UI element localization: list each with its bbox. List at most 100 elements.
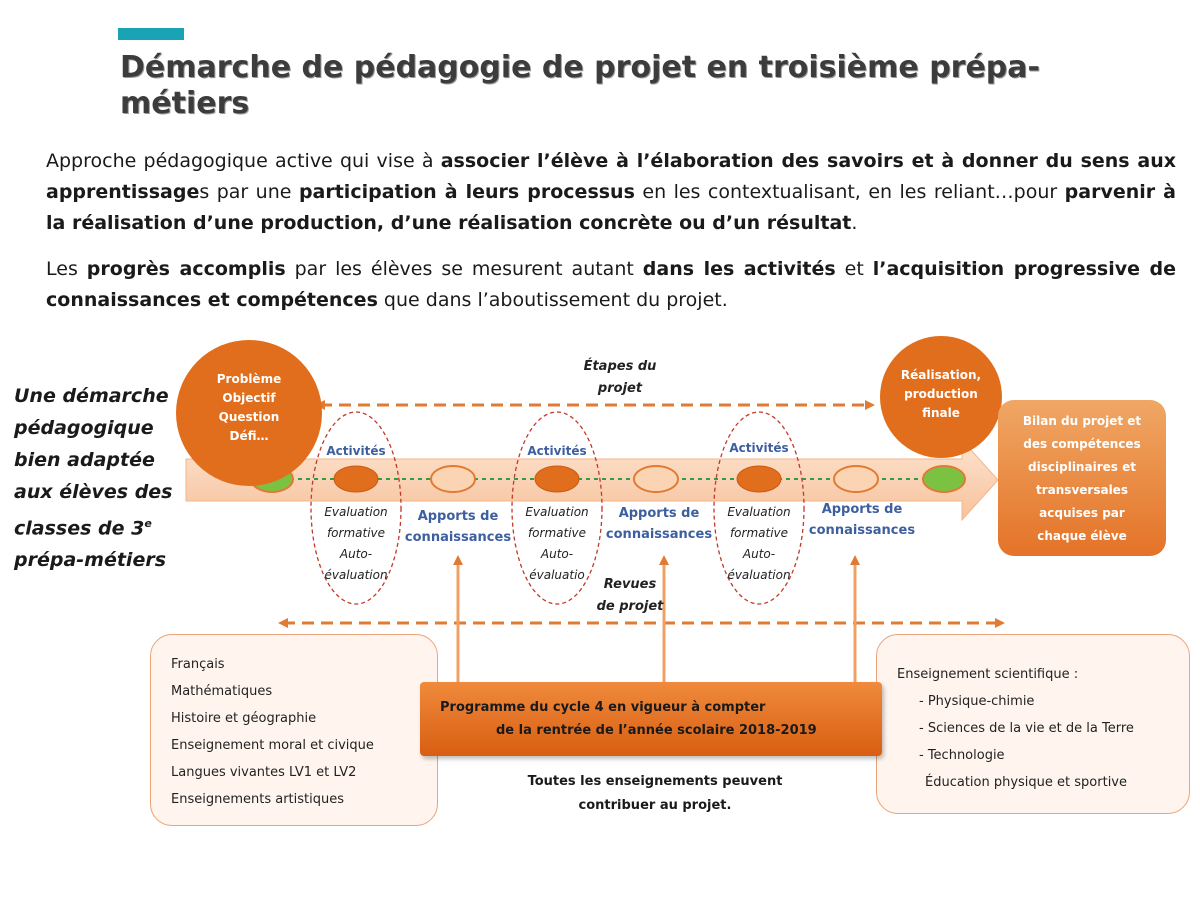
etapes-line: projet bbox=[597, 381, 643, 396]
step-activity-3 bbox=[736, 465, 782, 493]
evaluation-ellipse-1 bbox=[310, 411, 402, 605]
intro-text: par les élèves se mesurent autant bbox=[285, 258, 643, 280]
step-activity-1 bbox=[333, 465, 379, 493]
start-circle-line: Objectif bbox=[222, 391, 276, 405]
side-title-text-end: prépa-métiers bbox=[14, 549, 167, 572]
bilan-line: disciplinaires et bbox=[1028, 460, 1136, 474]
activities-label-2: Activités bbox=[527, 444, 587, 458]
evaluation-line: Evaluation bbox=[525, 505, 589, 519]
end-circle-line: Réalisation, bbox=[900, 368, 982, 382]
subject-heading: Enseignement scientifique : bbox=[897, 667, 1079, 682]
evaluation-line: Evaluation bbox=[324, 505, 388, 519]
apports-line: connaissances bbox=[808, 523, 916, 538]
evaluation-line: Auto- bbox=[540, 547, 574, 561]
evaluation-line: formative bbox=[326, 526, 386, 540]
end-circle: Réalisation, production finale bbox=[880, 336, 1002, 458]
right-subjects-box: Enseignement scientifique : - Physique-c… bbox=[876, 634, 1190, 814]
evaluation-label-1: Evaluation formative Auto- évaluation bbox=[306, 502, 406, 586]
side-title-text: Une démarche pédagogique bien adaptée au… bbox=[14, 385, 173, 540]
apports-line: Apports de bbox=[618, 506, 700, 521]
step-activity-2 bbox=[534, 465, 580, 493]
evaluation-line: évaluation bbox=[727, 568, 791, 582]
program-box: Programme du cycle 4 en vigueur à compte… bbox=[420, 682, 882, 756]
intro-text: s par une bbox=[199, 181, 299, 203]
bilan-line: chaque élève bbox=[1037, 529, 1127, 543]
etapes-line: Étapes du bbox=[583, 359, 657, 374]
apports-label-3: Apports de connaissances bbox=[802, 499, 922, 541]
program-line: Programme du cycle 4 en vigueur à compte… bbox=[440, 700, 766, 715]
step-end-green bbox=[922, 465, 966, 493]
etapes-label: Étapes du projet bbox=[560, 356, 680, 400]
apports-line: connaissances bbox=[605, 527, 713, 542]
subject-item: Enseignement moral et civique bbox=[171, 738, 374, 753]
intro-bold: l’acquisition progressive de connaissanc… bbox=[46, 258, 1176, 311]
intro-text: Les bbox=[46, 258, 87, 280]
subject-item: Éducation physique et sportive bbox=[925, 775, 1127, 790]
evaluation-ellipse-3 bbox=[713, 411, 805, 605]
left-subjects-box: Français Mathématiques Histoire et géogr… bbox=[150, 634, 438, 826]
intro-text: que dans l’aboutissement du projet. bbox=[377, 289, 728, 311]
end-circle-line: finale bbox=[922, 406, 960, 420]
evaluation-line: évaluation bbox=[324, 568, 388, 582]
bilan-box: Bilan du projet et des compétences disci… bbox=[998, 400, 1166, 556]
subject-item: Langues vivantes LV1 et LV2 bbox=[171, 765, 357, 780]
intro-bold: participation à leurs processus bbox=[298, 181, 635, 203]
start-circle-line: Défi… bbox=[229, 429, 269, 443]
intro-paragraph-2: Les progrès accomplis par les élèves se … bbox=[46, 254, 1176, 316]
revues-line: Revues bbox=[603, 577, 657, 592]
all-subjects-note: Toutes les enseignements peuvent contrib… bbox=[470, 770, 840, 818]
start-circle-line: Question bbox=[218, 410, 280, 424]
subject-item: Histoire et géographie bbox=[171, 711, 317, 726]
subject-item: - Physique-chimie bbox=[919, 694, 1035, 709]
evaluation-line: formative bbox=[729, 526, 789, 540]
evaluation-ellipse-2 bbox=[511, 411, 603, 605]
subject-item: Enseignements artistiques bbox=[171, 792, 344, 807]
bilan-line: transversales bbox=[1036, 483, 1128, 497]
subject-item: - Technologie bbox=[919, 748, 1005, 763]
step-apports-3 bbox=[833, 465, 879, 493]
apports-line: Apports de bbox=[417, 509, 499, 524]
evaluation-label-2: Evaluation formative Auto- évaluatio bbox=[507, 502, 607, 586]
activities-label-1: Activités bbox=[326, 444, 386, 458]
intro-bold: dans les activités bbox=[642, 258, 836, 280]
apports-line: connaissances bbox=[404, 530, 512, 545]
start-circle: Problème Objectif Question Défi… bbox=[176, 340, 322, 486]
step-apports-2 bbox=[633, 465, 679, 493]
all-subjects-line: Toutes les enseignements peuvent bbox=[527, 774, 783, 789]
bilan-line: des compétences bbox=[1023, 437, 1141, 451]
intro-bold: progrès accomplis bbox=[86, 258, 286, 280]
evaluation-line: formative bbox=[527, 526, 587, 540]
revues-label: Revues de projet bbox=[570, 574, 690, 618]
intro-text: en les contextualisant, en les reliant…p… bbox=[634, 181, 1065, 203]
intro-text: Approche pédagogique active qui vise à bbox=[46, 150, 441, 172]
program-line: de la rentrée de l’année scolaire 2018-2… bbox=[496, 723, 817, 738]
start-circle-line: Problème bbox=[216, 372, 282, 386]
apports-label-1: Apports de connaissances bbox=[398, 506, 518, 548]
page-title: Démarche de pédagogie de projet en trois… bbox=[120, 50, 1040, 121]
timeline-big-arrow bbox=[185, 438, 999, 522]
intro-bold: associer l’élève à l’élaboration des sav… bbox=[46, 150, 1176, 203]
revues-line: de projet bbox=[596, 599, 664, 614]
diagram-side-title: Une démarche pédagogique bien adaptée au… bbox=[14, 380, 184, 576]
evaluation-line: Auto- bbox=[742, 547, 776, 561]
title-accent-bar bbox=[118, 28, 184, 40]
apports-line: Apports de bbox=[821, 502, 903, 517]
bilan-line: Bilan du projet et bbox=[1022, 414, 1142, 428]
evaluation-line: évaluatio bbox=[529, 568, 585, 582]
bilan-line: acquises par bbox=[1039, 506, 1125, 520]
intro-text: et bbox=[835, 258, 873, 280]
side-title-superscript: e bbox=[144, 517, 152, 530]
subject-item: Mathématiques bbox=[171, 684, 273, 699]
intro-paragraph-1: Approche pédagogique active qui vise à a… bbox=[46, 146, 1176, 239]
activities-label-3: Activités bbox=[729, 441, 789, 455]
end-circle-line: production bbox=[904, 387, 978, 401]
evaluation-line: Evaluation bbox=[727, 505, 791, 519]
step-apports-1 bbox=[430, 465, 476, 493]
intro-text: . bbox=[851, 212, 858, 234]
evaluation-label-3: Evaluation formative Auto- évaluation bbox=[709, 502, 809, 586]
subject-item: - Sciences de la vie et de la Terre bbox=[919, 721, 1134, 736]
all-subjects-line: contribuer au projet. bbox=[578, 798, 732, 813]
subject-item: Français bbox=[171, 657, 225, 672]
evaluation-line: Auto- bbox=[339, 547, 373, 561]
